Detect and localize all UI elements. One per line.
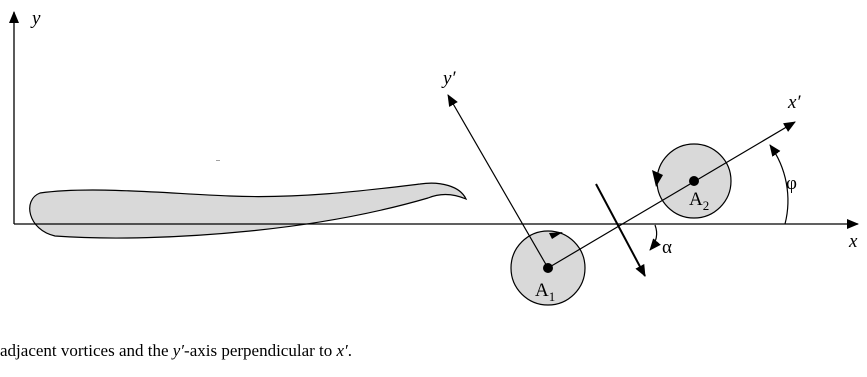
fish-speck: .. xyxy=(216,154,220,163)
y-axis-label: y xyxy=(30,8,41,29)
phi-angle-arc xyxy=(769,144,789,225)
caption-part1: adjacent vortices and the xyxy=(0,341,173,360)
caption-part3: . xyxy=(347,341,353,360)
vortex-a1-center xyxy=(543,263,553,273)
vortex-a1-rotation-arrow xyxy=(549,232,563,239)
x-prime-axis xyxy=(547,121,796,269)
x-prime-label: x′ xyxy=(787,92,801,113)
fish-shape xyxy=(29,182,468,239)
caption: adjacent vortices and the y′-axis perpen… xyxy=(0,341,352,361)
vortex-a2-center xyxy=(689,176,699,186)
y-prime-label: y′ xyxy=(441,68,456,89)
y-prime-axis xyxy=(447,94,549,269)
phi-label: φ xyxy=(786,173,797,194)
x-axis-label: x xyxy=(848,231,858,252)
caption-y-prime: y′ xyxy=(172,341,185,360)
vortex-a2-rotation-arrow xyxy=(652,170,663,187)
vortex-a1-label: A1 xyxy=(535,280,555,304)
alpha-angle-arc xyxy=(649,224,661,251)
vortex-a2-label: A2 xyxy=(689,189,709,213)
caption-x-prime: x′ xyxy=(336,341,348,360)
tilted-direction-arrow xyxy=(595,183,646,277)
caption-part2: -axis perpendicular to xyxy=(184,341,337,360)
alpha-label: α xyxy=(662,237,672,258)
vortex-diagram: .. x y x′ y′ A1 A2 φ α xyxy=(9,8,859,306)
